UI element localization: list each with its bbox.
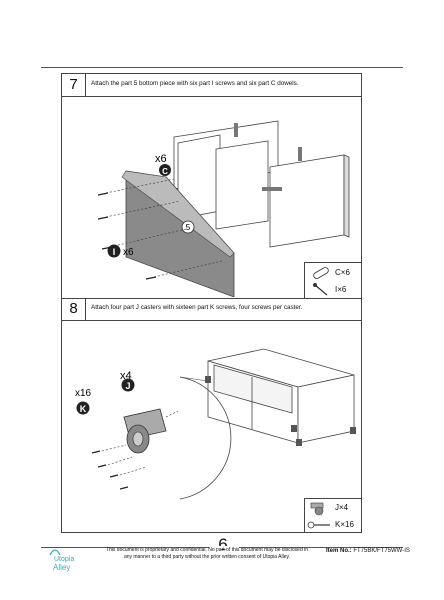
step-8: 8 Attach four part J casters with sixtee… (62, 298, 361, 533)
caster-mount (205, 376, 211, 383)
legend-label: J×4 (335, 503, 349, 512)
step-number: 7 (62, 74, 86, 96)
caster-icon (123, 408, 167, 454)
screw-icon (313, 283, 328, 296)
part-5-badge (181, 220, 195, 234)
part-5-label: 5 (186, 223, 191, 232)
logo-mark-icon (49, 549, 61, 556)
screw-icon (91, 450, 101, 454)
parts-legend: J×4 K×16 (304, 498, 361, 533)
step-7-illustration: 5 x6 C I x6 (97, 120, 350, 297)
j-quantity: x4 (120, 370, 132, 382)
footer-rule (41, 546, 403, 549)
logo-text-line2: Alley (53, 563, 71, 572)
disclaimer-line: This document is proprietary and confide… (105, 547, 309, 553)
disclaimer-line: any manner to a third party without the … (123, 553, 291, 560)
cabinet-inner (213, 364, 293, 414)
cam-rail (262, 187, 282, 191)
caster-mount (350, 427, 356, 434)
screw-icon (119, 486, 129, 490)
right-side-edge (343, 154, 350, 238)
c-letter: C (162, 167, 168, 176)
k-badge (76, 401, 90, 415)
screw-icon (97, 464, 107, 468)
c-badge (159, 164, 171, 176)
k-letter: K (80, 404, 87, 414)
step-instruction: Attach the part 5 bottom piece with six … (91, 80, 299, 87)
item-number-value: FT75BK/FT75WW-IS (353, 548, 410, 554)
zoom-arc (179, 376, 232, 500)
utopia-alley-logo: Utopia Alley (48, 545, 88, 575)
step-instruction: Attach four part J casters with sixteen … (91, 304, 303, 311)
legend-label: C×6 (335, 268, 350, 277)
cam-post (298, 147, 302, 161)
parts-legend: C×6 I×6 (304, 262, 361, 299)
page-footer: 6 Utopia Alley This document is propriet… (0, 534, 444, 600)
legend-row-c: C×6 (305, 264, 361, 281)
legend-row-i: I×6 (305, 281, 361, 298)
legend-label: I×6 (335, 285, 347, 294)
screw-icon (97, 216, 109, 220)
step-8-illustration: x4 J x16 K (75, 348, 356, 500)
screw-icon (145, 276, 157, 280)
i-quantity: x6 (123, 247, 134, 258)
step-number: 8 (62, 298, 86, 320)
step-header: 8 Attach four part J casters with sixtee… (62, 298, 361, 321)
zoom-leader (179, 376, 209, 382)
confidentiality-notice: This document is proprietary and confide… (102, 547, 312, 560)
logo-text-line1: Utopia (54, 556, 75, 563)
step-header: 7 Attach the part 5 bottom piece with si… (62, 74, 361, 97)
instruction-frame: 7 Attach the part 5 bottom piece with si… (61, 73, 362, 533)
screw-icon (97, 192, 109, 196)
screw-icon (307, 521, 330, 529)
caster-mount (291, 425, 297, 432)
cam-post (234, 123, 238, 137)
j-badge (121, 378, 135, 392)
i-letter: I (113, 247, 116, 257)
j-letter: J (125, 381, 130, 391)
legend-label: K×16 (335, 520, 354, 529)
bottom-panel-edge (121, 170, 235, 258)
cabinet-side (297, 374, 355, 444)
step-7: 7 Attach the part 5 bottom piece with si… (62, 74, 361, 299)
legend-row-j: J×4 (305, 499, 361, 516)
legend-row-k: K×16 (305, 516, 361, 533)
c-quantity: x6 (155, 153, 167, 165)
page-number: 6 (218, 535, 228, 554)
right-side-panel (269, 154, 345, 248)
dowel-icon (313, 267, 329, 279)
i-badge (107, 244, 121, 258)
top-rule (41, 67, 403, 68)
item-number-label: Item No.: (326, 548, 352, 554)
item-number: Item No.: FT75BK/FT75WW-IS (326, 548, 410, 554)
caster-mount (296, 439, 302, 446)
caster-icon (310, 502, 324, 516)
screw-icon (109, 474, 119, 478)
k-quantity: x16 (75, 388, 92, 399)
middle-divider (215, 140, 269, 230)
